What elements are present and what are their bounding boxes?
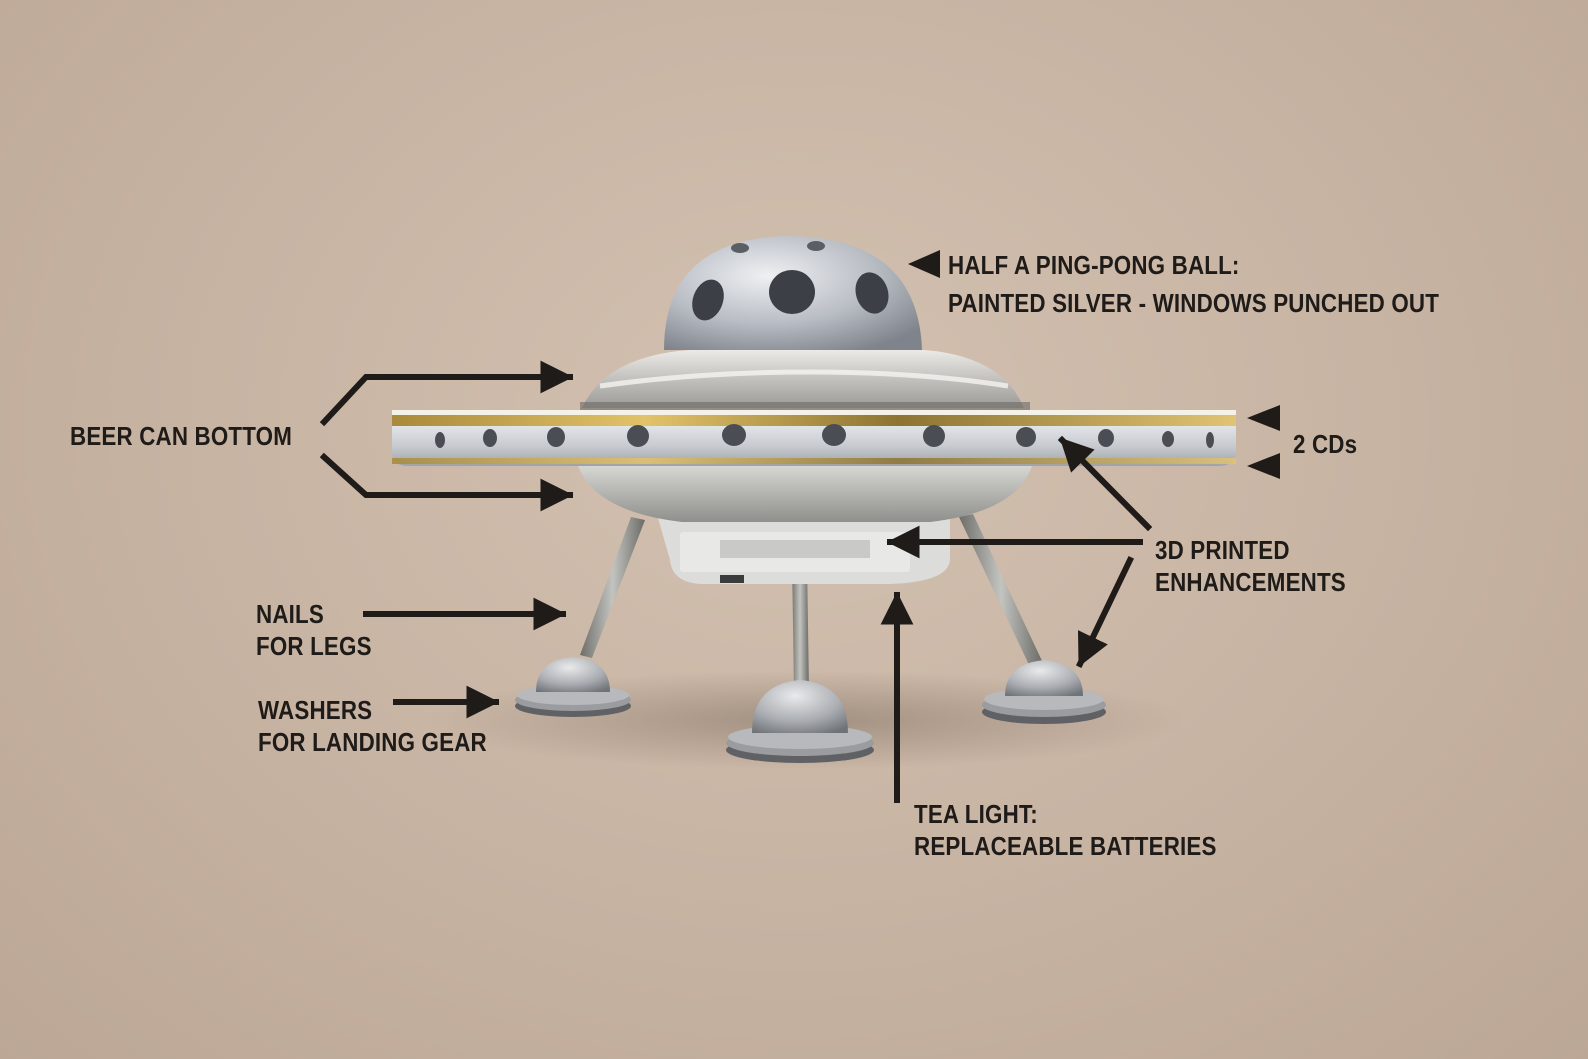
- tea-light-label-line1: TEA LIGHT:: [914, 799, 1038, 829]
- triangle-pointers: [908, 250, 1280, 479]
- nails-label-line2: FOR LEGS: [256, 631, 372, 661]
- ping-pong-label-line2: PAINTED SILVER - WINDOWS PUNCHED OUT: [948, 288, 1440, 318]
- beer-can-lower-arrow: [319, 452, 574, 512]
- ping-pong-dome: [664, 236, 922, 350]
- washers-label-line2: FOR LANDING GEAR: [258, 727, 487, 757]
- ping-pong-label: HALF A PING-PONG BALL: PAINTED SILVER - …: [948, 249, 1439, 319]
- beer-can-upper-arrow: [319, 360, 574, 427]
- upper-beer-can-bottom: [582, 350, 1024, 408]
- lower-beer-can-bottom: [578, 466, 1032, 522]
- cd-bottom-pointer: [1247, 453, 1280, 479]
- beer-can-label: BEER CAN BOTTOM: [70, 420, 292, 452]
- printed-arrow-foot: [1075, 555, 1135, 669]
- printed-label: 3D PRINTED ENHANCEMENTS: [1155, 534, 1346, 598]
- washers-label-line1: WASHERS: [258, 695, 373, 725]
- cd-top-pointer: [1247, 405, 1280, 431]
- printed-arrow-ring: [1057, 435, 1153, 532]
- cds-label: 2 CDs: [1293, 428, 1357, 460]
- tea-light-label-line2: REPLACEABLE BATTERIES: [914, 831, 1217, 861]
- annotation-arrows: [319, 360, 1153, 803]
- nails-label: NAILS FOR LEGS: [256, 598, 372, 662]
- ping-pong-pointer: [908, 250, 940, 278]
- tea-light-housing: [658, 518, 950, 584]
- washer-feet: [515, 657, 1106, 763]
- nails-label-line1: NAILS: [256, 599, 324, 629]
- printed-label-line1: 3D PRINTED: [1155, 535, 1290, 565]
- tea-light-label: TEA LIGHT: REPLACEABLE BATTERIES: [914, 798, 1217, 862]
- cd-stack: [392, 410, 1236, 466]
- printed-label-line2: ENHANCEMENTS: [1155, 567, 1346, 597]
- ping-pong-label-line1: HALF A PING-PONG BALL:: [948, 250, 1240, 280]
- cds-label-line1: 2 CDs: [1293, 429, 1358, 459]
- beer-can-label-line1: BEER CAN BOTTOM: [70, 421, 293, 451]
- washers-label: WASHERS FOR LANDING GEAR: [258, 694, 487, 758]
